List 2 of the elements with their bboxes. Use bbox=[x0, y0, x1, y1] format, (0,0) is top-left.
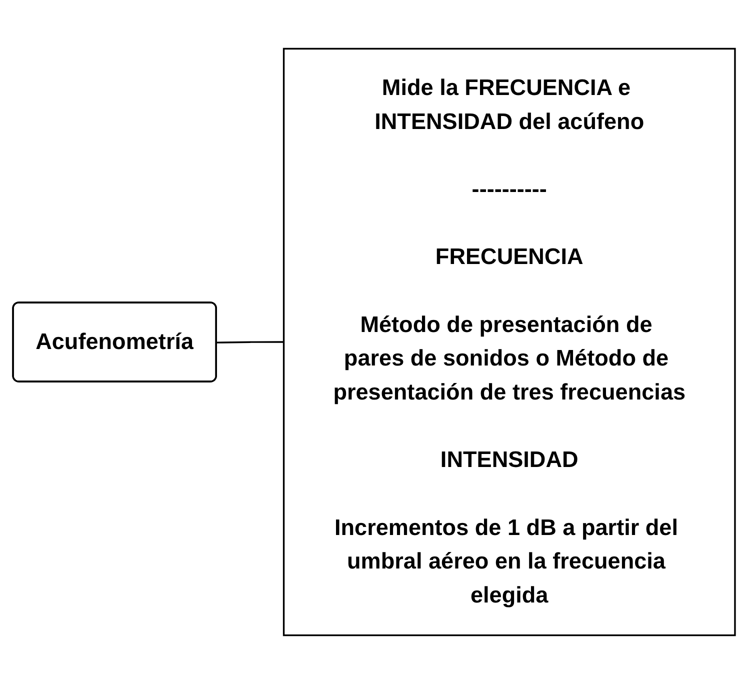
connector bbox=[216, 341, 284, 344]
node-box: Mide la FRECUENCIA e INTENSIDAD del acúfeno ---------- FRECUENCIA Método de presentación de pares de sonidos o Método de presentación de tres frecuencias INTENSIDAD Incrementos de 1 dB a partir del umbral aéreo en la frecuencia elegida bbox=[282, 48, 736, 636]
